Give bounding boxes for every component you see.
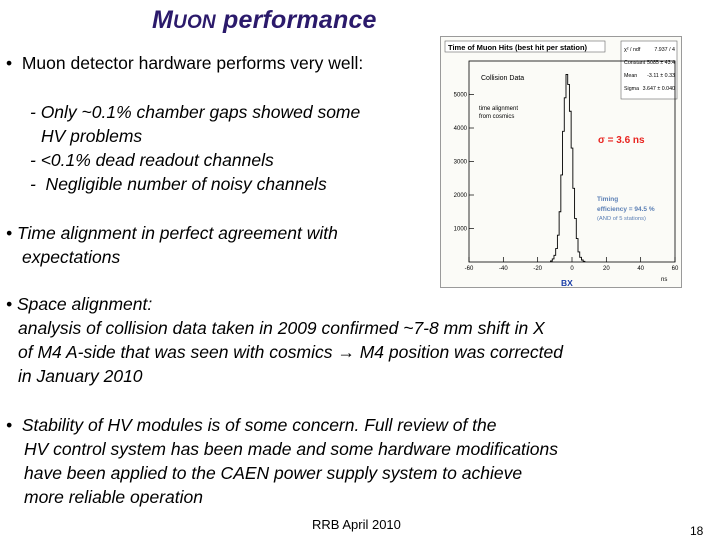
muon-timing-histogram: Time of Muon Hits (best hit per station)…	[440, 36, 682, 288]
bullet-time-alignment-1: • Time alignment in perfect agreement wi…	[6, 223, 338, 243]
annotation-align-2: from cosmics	[479, 114, 514, 120]
x-ticks: -60 -40 -20 0 20 40 60	[465, 257, 679, 272]
annotation-collision: Collision Data	[481, 75, 524, 82]
page-number: 18	[690, 524, 704, 538]
bullet-hardware-sub1: - Only ~0.1% chamber gaps showed some	[30, 102, 361, 122]
x-tick-label: 0	[570, 266, 574, 272]
x-tick-label: 20	[603, 266, 610, 272]
y-tick-label: 5000	[454, 93, 468, 99]
space-alignment-text-b: M4 position was corrected	[354, 342, 563, 362]
bullet-space-alignment-4: in January 2010	[18, 366, 143, 386]
x-axis-bx-label: BX	[561, 278, 573, 287]
x-tick-label: -20	[533, 266, 542, 272]
arrow-icon: →	[337, 342, 355, 362]
annotation-timing-2: efficiency = 94.5 %	[597, 206, 655, 213]
bullet-hv-3: have been applied to the CAEN power supp…	[24, 463, 523, 483]
hist-title: Time of Muon Hits (best hit per station)	[448, 43, 588, 52]
y-tick-label: 4000	[454, 126, 468, 132]
bullet-hv-2: HV control system has been made and some…	[24, 439, 559, 459]
bullet-hv-1: • Stability of HV modules is of some con…	[6, 415, 497, 435]
x-axis-unit: ns	[661, 277, 667, 283]
bullet-space-alignment-3: of M4 A-side that was seen with cosmics …	[18, 340, 563, 364]
title-small-caps: UON	[173, 12, 216, 33]
y-tick-label: 1000	[454, 227, 468, 233]
y-tick-label: 3000	[454, 160, 468, 166]
title-rest: performance	[215, 6, 377, 34]
annotation-timing-3: (AND of 5 stations)	[597, 216, 646, 222]
hist-title-box	[444, 40, 606, 53]
bullet-hardware-sub2: - <0.1% dead readout channels	[30, 150, 274, 170]
x-tick-label: -60	[465, 266, 474, 272]
stats-value: 5085 ± 43.4	[647, 60, 675, 66]
bullet-time-alignment-2: expectations	[22, 247, 121, 267]
footer-text: RRB April 2010	[312, 517, 401, 532]
histogram-curve	[550, 73, 586, 262]
slide-title: MUON performance	[152, 6, 377, 35]
histogram-svg: Time of Muon Hits (best hit per station)…	[444, 40, 679, 287]
stats-value: 7.937 / 4	[654, 47, 675, 53]
stats-box	[620, 40, 678, 100]
y-ticks: 1000 2000 3000 4000 5000	[454, 93, 474, 233]
title-first-letter: M	[152, 6, 174, 34]
annotation-align-1: time alignment	[479, 106, 518, 112]
y-tick-label: 2000	[454, 193, 468, 199]
bullet-hardware: • Muon detector hardware performs very w…	[6, 53, 364, 73]
bullet-hardware-sub1b: HV problems	[41, 126, 143, 146]
x-tick-label: 60	[672, 266, 679, 272]
space-alignment-text-a: of M4 A-side that was seen with cosmics	[18, 342, 338, 362]
bullet-space-alignment-1: • Space alignment:	[6, 294, 153, 314]
bullet-hardware-sub3: - Negligible number of noisy channels	[30, 174, 327, 194]
stats-label: χ² / ndf	[624, 47, 641, 53]
stats-label: Constant	[624, 60, 646, 66]
bullet-space-alignment-2: analysis of collision data taken in 2009…	[18, 318, 545, 338]
x-tick-label: 40	[637, 266, 644, 272]
annotation-timing-1: Timing	[597, 196, 618, 203]
stats-value: -3.11 ± 0.33	[647, 73, 675, 79]
stats-label: Mean	[624, 73, 637, 79]
bullet-hv-4: more reliable operation	[24, 487, 203, 507]
stats-label: Sigma	[624, 86, 639, 92]
annotation-sigma: σ = 3.6 ns	[598, 135, 645, 146]
stats-value: 3.647 ± 0.040	[643, 86, 675, 92]
x-tick-label: -40	[499, 266, 508, 272]
